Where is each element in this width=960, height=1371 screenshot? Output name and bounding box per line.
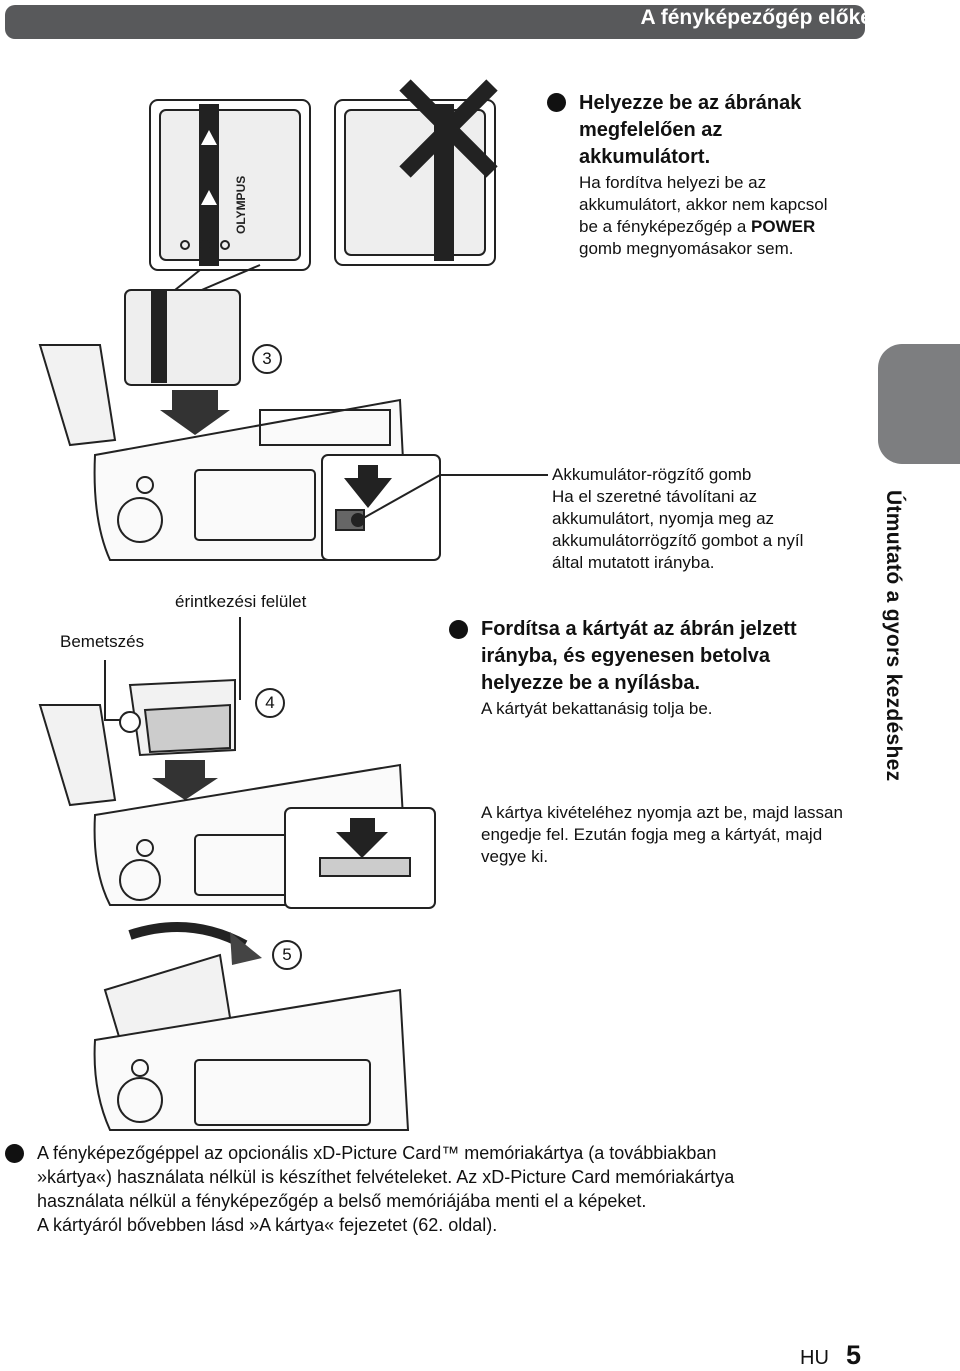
card-title-line: Fordítsa a kártyát az ábrán jelzett <box>481 618 797 640</box>
battery-small-illustration <box>124 289 241 435</box>
card-title-line: irányba, és egyenesen betolva <box>481 645 771 667</box>
step-number-4: 4 <box>255 688 285 718</box>
card-removal-line: A kártya kivételéhez nyomja azt be, majd… <box>481 803 843 822</box>
card-removal-line: vegye ki. <box>481 847 549 866</box>
card-instruction-subtitle: A kártyát bekattanásig tolja be. <box>481 699 713 718</box>
lock-button-title: Akkumulátor-rögzítő gomb <box>552 465 752 484</box>
footer-language: HU <box>800 1347 829 1369</box>
lock-button-line: által mutatott irányba. <box>552 553 715 572</box>
camera-body-3 <box>93 953 410 1131</box>
note-line: »kártya«) használata nélkül is készíthet… <box>37 1167 735 1187</box>
battery-body-line: akkumulátort, akkor nem kapcsol <box>579 195 828 214</box>
bullet-icon <box>5 1144 24 1163</box>
battery-brand-logo: OLYMPUS <box>234 176 248 234</box>
card-removal-line: engedje fel. Ezután fogja meg a kártyát,… <box>481 825 823 844</box>
zoom-inset-card <box>284 807 436 909</box>
battery-body-line: be a fényképezőgép a <box>579 217 747 236</box>
lock-button-line: Ha el szeretné távolítani az <box>552 487 758 506</box>
note-line: A fényképezőgéppel az opcionális xD-Pict… <box>37 1143 717 1163</box>
battery-instruction-body: Ha fordítva helyezi be az akkumulátort, … <box>579 172 879 260</box>
side-tab-label: Útmutató a gyors kezdéshez <box>882 490 905 782</box>
lock-button-line: akkumulátort, nyomja meg az <box>552 509 775 528</box>
step-number-5: 5 <box>272 940 302 970</box>
battery-instruction-title: Helyezze be az ábrának megfelelően az ak… <box>579 90 869 171</box>
bullet-icon <box>547 93 566 112</box>
battery-title-line: megfelelően az <box>579 119 723 141</box>
step-number-3: 3 <box>252 344 282 374</box>
page-title: A fényképezőgép előkészítése <box>640 6 942 29</box>
battery-body-line: Ha fordítva helyezi be az <box>579 173 767 192</box>
card-removal-instructions: A kártya kivételéhez nyomja azt be, majd… <box>481 802 866 868</box>
battery-body-line-power: be a fényképezőgép a POWER <box>579 216 879 238</box>
card-title-line: helyezze be a nyílásba. <box>481 672 700 694</box>
card-instruction-title: Fordítsa a kártyát az ábrán jelzett irán… <box>481 616 871 697</box>
memory-card-note: A fényképezőgéppel az opcionális xD-Pict… <box>37 1141 877 1237</box>
note-line: A kártyáról bővebben lásd »A kártya« fej… <box>37 1215 498 1235</box>
notch-label: Bemetszés <box>60 632 145 651</box>
lock-button-description: Akkumulátor-rögzítő gomb Ha el szeretné … <box>552 464 862 574</box>
battery-title-line: akkumulátort. <box>579 146 711 168</box>
lock-button-line: akkumulátorrögzítő gombot a nyíl <box>552 531 804 550</box>
bullet-icon <box>449 620 468 639</box>
side-tab <box>878 344 960 464</box>
header-bar <box>5 5 865 39</box>
contact-surface-label: érintkezési felület <box>175 592 307 611</box>
battery-body-line: gomb megnyomásakor sem. <box>579 239 794 258</box>
note-line: használata nélkül a fényképezőgép a bels… <box>37 1191 647 1211</box>
battery-title-line: Helyezze be az ábrának <box>579 92 802 114</box>
power-word: POWER <box>751 217 816 236</box>
zoom-inset-lock <box>321 454 548 561</box>
page-number: 5 <box>846 1340 862 1370</box>
memory-card-illustration <box>119 678 236 800</box>
battery-wrong-illustration <box>334 79 498 266</box>
battery-correct-illustration <box>149 99 311 271</box>
